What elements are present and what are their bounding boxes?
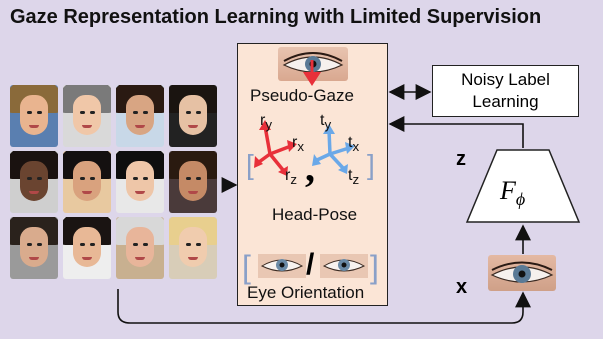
diagram-title: Gaze Representation Learning with Limite… [10,6,542,28]
right-bracket: ] [367,149,375,180]
pseudo-gaze-label: Pseudo-Gaze [250,86,354,105]
face-thumbnail [10,151,58,213]
right-eye-icon [320,254,368,278]
face-thumbnail [10,217,58,279]
t-y-label: ty [320,112,332,133]
left-bracket: [ [246,149,254,180]
rotation-axes-icon [254,120,297,176]
head-pose-label: Head-Pose [272,205,358,224]
encoder-symbol: Fϕ [500,176,526,210]
eye-orientation-graphic: [ ] [242,249,379,285]
t-x-label: tx [348,134,360,155]
noisy-label-line2: Learning [472,92,539,111]
face-thumbnail [63,217,111,279]
r-x-label: rx [292,134,304,155]
face-thumbnail [63,85,111,147]
face-thumbnail [169,85,217,147]
face-image-grid [10,85,225,288]
noisy-label-line1: Noisy Label [461,70,550,89]
eye-icon [490,261,554,283]
face-thumbnail [63,151,111,213]
left-bracket: [ [242,249,251,285]
t-z-label: tz [348,167,360,188]
input-eye-image [488,255,556,291]
face-thumbnail [116,217,164,279]
slash-separator: / [306,248,315,281]
noisy-label-learning-box: Noisy Label Learning [432,65,579,117]
face-thumbnail [169,217,217,279]
face-thumbnail [169,151,217,213]
gaze-direction-arrow [303,60,321,86]
eye-orientation-label: Eye Orientation [247,283,365,302]
comma-separator: , [305,145,315,190]
translation-axes-icon [312,124,355,174]
face-thumbnail [116,151,164,213]
left-eye-icon [258,254,306,278]
z-label: z [456,148,466,170]
arrow-faces-to-eye [117,289,531,324]
head-pose-axes-graphic: [ ] [246,120,375,180]
r-z-label: rz [285,167,297,188]
face-thumbnail [116,85,164,147]
x-label: x [456,276,468,298]
right-bracket: ] [370,249,379,285]
arrow-encoder-to-box [388,116,524,148]
face-thumbnail [10,85,58,147]
encoder-trapezoid [465,149,581,223]
r-y-label: ry [260,112,272,133]
